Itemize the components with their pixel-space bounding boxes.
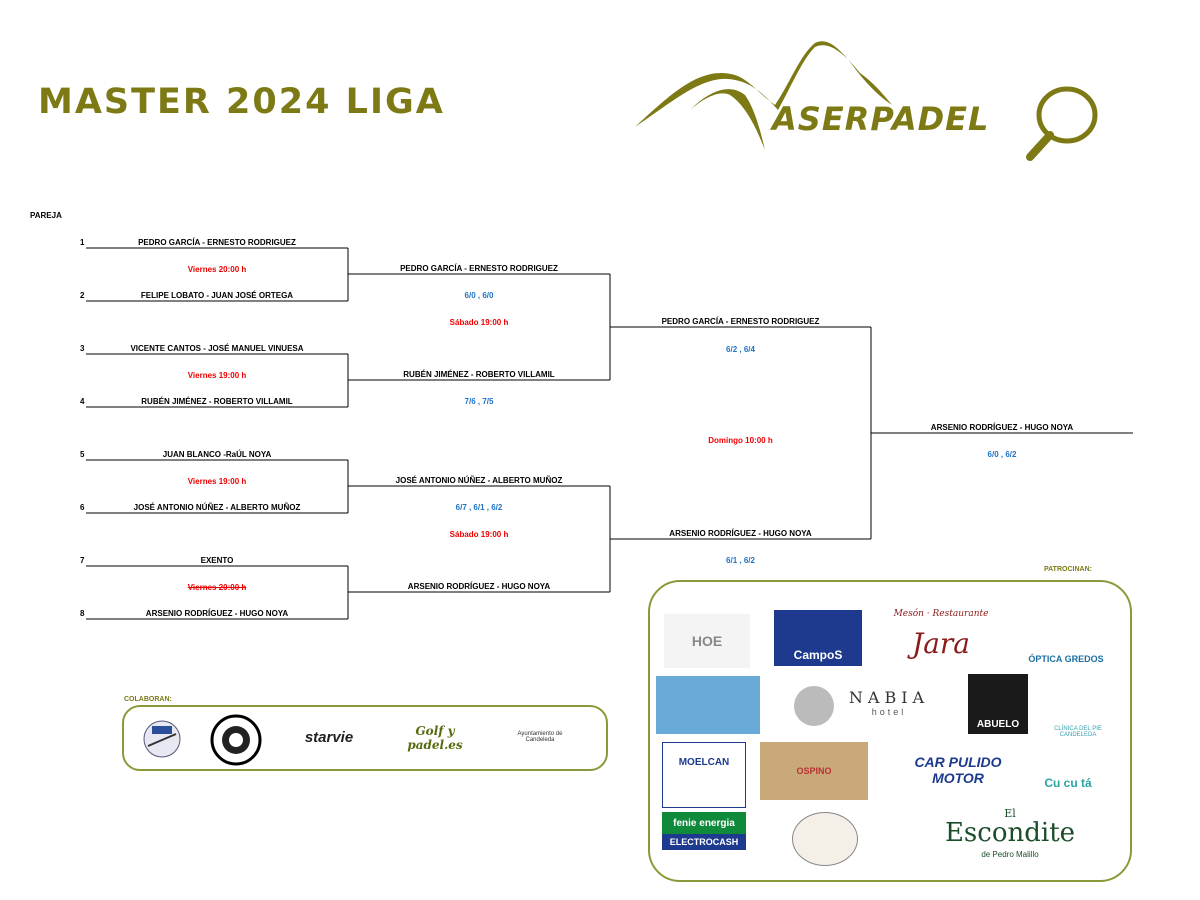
r2-time-1: Sábado 19:00 h <box>449 318 509 327</box>
seed-1: 1 <box>80 238 85 247</box>
seed-5: 5 <box>80 450 85 459</box>
electrocash-logo: ELECTROCASH <box>662 834 746 850</box>
moelcan-logo: MOELCAN <box>662 742 746 808</box>
colaboran-label: COLABORAN: <box>124 696 172 703</box>
seed-6: 6 <box>80 503 85 512</box>
page-title: MASTER 2024 LIGA <box>38 82 445 122</box>
r1-team-8: ARSENIO RODRÍGUEZ - HUGO NOYA <box>145 609 289 618</box>
hoe-logo: HOE <box>664 614 750 668</box>
final-score: 6/0 , 6/2 <box>987 450 1017 459</box>
logo-text: ASERPADEL <box>772 100 990 138</box>
r2-team-2: RUBÉN JIMÉNEZ - ROBERTO VILLAMIL <box>403 370 555 379</box>
sf-score-1: 6/2 , 6/4 <box>726 345 755 354</box>
final-team: ARSENIO RODRÍGUEZ - HUGO NOYA <box>930 423 1074 432</box>
golfypadel-logo: Golf y padel.es <box>407 724 463 752</box>
seed-2: 2 <box>80 291 85 300</box>
sf-time: Domingo 10:00 h <box>708 436 773 445</box>
r1-team-2: FELIPE LOBATO - JUAN JOSÉ ORTEGA <box>140 291 294 300</box>
r2-score-1: 6/0 , 6/0 <box>464 291 494 300</box>
cucuta-logo: Cu cu tá <box>1044 776 1092 790</box>
ospino-logo: OSPINO <box>760 742 868 800</box>
colaboran-box <box>122 705 608 771</box>
sf-team-2: ARSENIO RODRÍGUEZ - HUGO NOYA <box>669 529 812 538</box>
r1-time-4: Viernes 20:00 h <box>187 583 247 592</box>
r2-team-1: PEDRO GARCÍA - ERNESTO RODRIGUEZ <box>400 264 558 273</box>
seed-3: 3 <box>80 344 85 353</box>
jara-logo: Jara <box>912 626 970 660</box>
r1-time-3: Viernes 19:00 h <box>187 477 247 486</box>
starvie-logo: starvie <box>304 728 354 746</box>
r2-team-4: ARSENIO RODRÍGUEZ - HUGO NOYA <box>407 582 551 591</box>
r2-score-3: 6/7 , 6/1 , 6/2 <box>455 503 503 512</box>
r2-team-3: JOSÉ ANTONIO NÚÑEZ - ALBERTO MUÑOZ <box>395 476 563 485</box>
seed-4: 4 <box>80 397 85 406</box>
r1-team-3: VICENTE CANTOS - JOSÉ MANUEL VINUESA <box>130 344 304 353</box>
patrocinan-label: PATROCINAN: <box>1044 566 1092 573</box>
seed-7: 7 <box>80 556 85 565</box>
campos-logo: CampoS <box>774 610 862 666</box>
nabia-logo: NABIA <box>848 688 930 706</box>
car-pulido-logo: CAR PULIDO MOTOR <box>914 754 1002 786</box>
seed-8: 8 <box>80 609 85 618</box>
clinica-logo: CLÍNICA DEL PIE CANDELEDA <box>1054 726 1102 738</box>
r1-time-2: Viernes 19:00 h <box>187 371 247 380</box>
kayak-photo <box>656 676 760 734</box>
aserpadel-logo <box>635 41 1098 161</box>
nabia-coin-icon <box>794 686 834 726</box>
patrocinan-box <box>648 580 1132 882</box>
r1-team-6: JOSÉ ANTONIO NÚÑEZ - ALBERTO MUÑOZ <box>133 503 301 512</box>
optica-gredos-logo: ÓPTICA GREDOS <box>1028 654 1104 664</box>
sf-team-1: PEDRO GARCÍA - ERNESTO RODRIGUEZ <box>661 317 820 326</box>
ayuntamiento-logo: Ayuntamiento de Candeleda <box>517 731 563 743</box>
r2-time-2: Sábado 19:00 h <box>449 530 509 539</box>
escondite-logo: Escondite <box>944 818 1076 848</box>
abuelo-logo: ABUELO <box>968 674 1028 734</box>
fenie-logo: fenie energia <box>662 812 746 834</box>
club-crest-logo <box>143 720 181 758</box>
r1-team-7: EXENTO <box>200 556 234 565</box>
escondite-el: El <box>1004 806 1016 820</box>
carretera-logo <box>792 812 858 866</box>
pareja-label: PAREJA <box>30 211 62 220</box>
escondite-subtitle: de Pedro Malillo <box>981 849 1039 859</box>
r1-team-1: PEDRO GARCÍA - ERNESTO RODRIGUEZ <box>138 238 296 247</box>
r1-team-4: RUBÉN JIMÉNEZ - ROBERTO VILLAMIL <box>141 397 293 406</box>
r1-team-5: JUAN BLANCO -RaÚL NOYA <box>162 450 272 459</box>
r2-score-2: 7/6 , 7/5 <box>464 397 494 406</box>
r1-time-1: Viernes 20:00 h <box>187 265 247 274</box>
jara-subtitle: Mesón · Restaurante <box>893 609 989 619</box>
sf-score-2: 6/1 , 6/2 <box>726 556 755 565</box>
nabia-subtitle: hotel <box>871 707 907 717</box>
club-emblem-logo <box>210 714 262 766</box>
